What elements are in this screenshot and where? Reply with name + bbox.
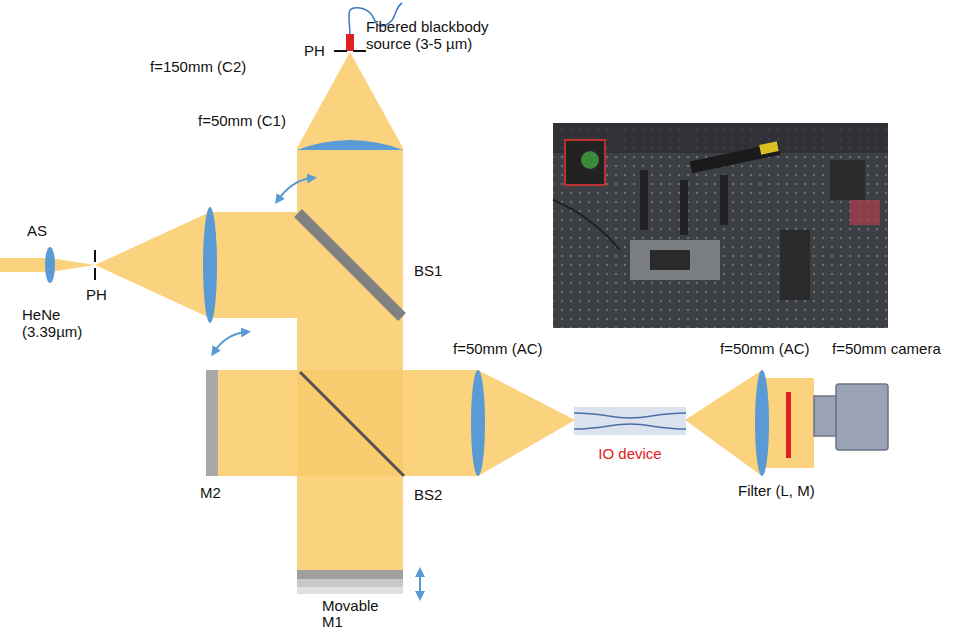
mirror-m1 <box>297 570 403 579</box>
part-label: f=150mm (C2) <box>150 58 246 75</box>
pinhole <box>94 268 96 280</box>
part-label: Fibered blackbody source (3-5 µm) <box>366 18 506 52</box>
tilt-arrow <box>278 178 312 200</box>
part-label: HeNe (3.39µm) <box>22 306 94 340</box>
tilt-arrow <box>214 332 246 352</box>
pinhole <box>94 250 96 262</box>
device-label: IO device <box>598 445 661 462</box>
part-label: f=50mm (C1) <box>198 112 286 129</box>
beam-overlap <box>297 370 403 476</box>
part-label: Filter (L, M) <box>738 482 815 499</box>
part-label: PH <box>86 286 107 303</box>
part-label: PH <box>304 42 325 59</box>
part-label: f=50mm (AC) <box>453 340 543 357</box>
mirror-m1 <box>297 579 403 587</box>
part-label: BS2 <box>414 486 442 503</box>
part-label: AS <box>27 222 47 239</box>
pinhole <box>353 50 366 52</box>
camera: f=50mm camera <box>812 338 962 463</box>
fiber-tip <box>346 34 354 51</box>
translation-arrow <box>419 572 421 596</box>
part-label: BS1 <box>414 262 442 279</box>
lens-ac <box>471 370 485 476</box>
part-label: Movable M1 <box>322 598 392 630</box>
part-label: M2 <box>200 484 221 501</box>
pinhole <box>334 50 347 52</box>
camera-symbol <box>812 372 892 462</box>
lens-as <box>45 247 55 283</box>
beamsplitter-bs2 <box>300 372 404 476</box>
waveguide-symbol <box>572 405 688 437</box>
lens-c2 <box>203 207 217 323</box>
mirror-m2 <box>206 370 218 476</box>
lens-c1 <box>297 140 403 150</box>
io-device: IO device <box>572 405 688 467</box>
beamsplitter-bs1 <box>298 213 402 317</box>
camera-label: f=50mm camera <box>832 340 941 357</box>
lens-ac <box>755 370 769 476</box>
filter <box>786 392 791 458</box>
lab-photo <box>553 123 888 328</box>
mirror-m1 <box>297 587 403 594</box>
part-label: f=50mm (AC) <box>720 340 810 357</box>
